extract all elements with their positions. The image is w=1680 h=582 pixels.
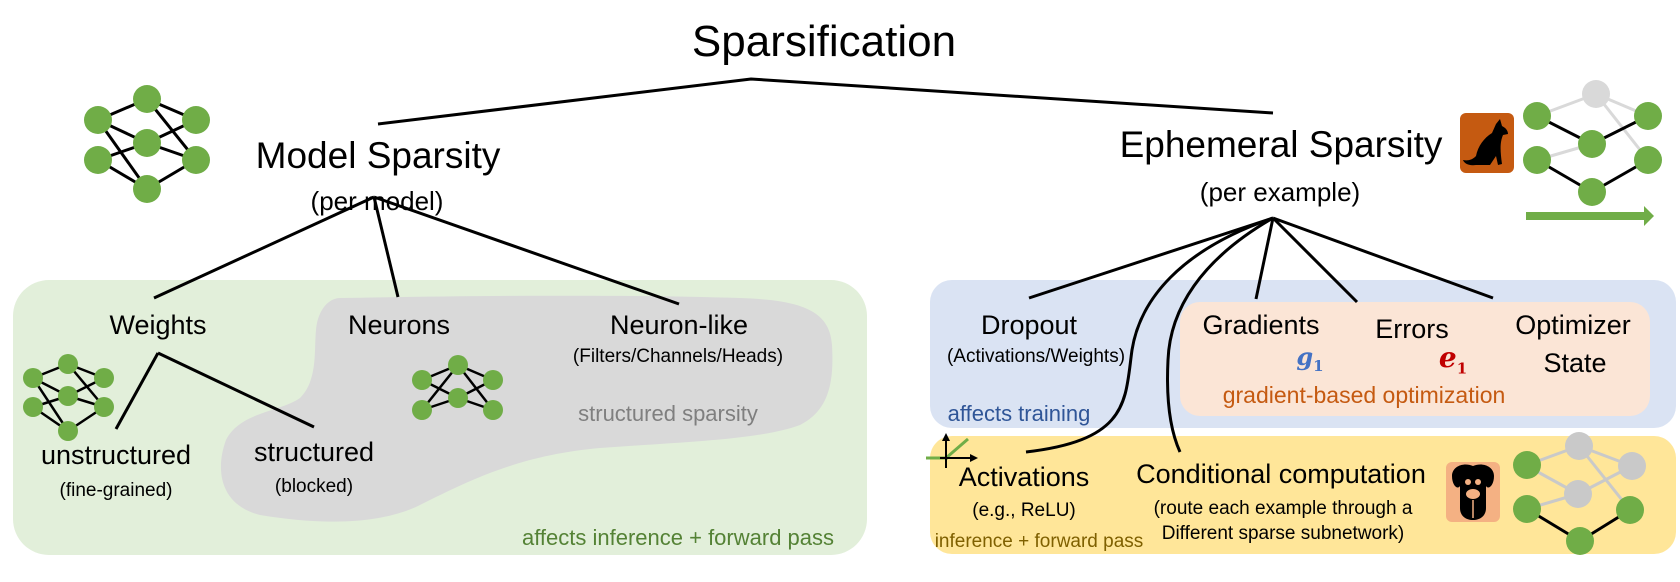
dog-face-icon: [1446, 462, 1500, 522]
activations-sublabel: (e.g., ReLU): [972, 500, 1076, 521]
tree-lines: [114, 77, 1494, 454]
training-box-note: affects training: [947, 401, 1091, 426]
optimizer-state-label-line2: State: [1543, 348, 1607, 378]
model-sparsity-subtitle: (per model): [310, 186, 444, 216]
unstructured-label: unstructured: [40, 440, 192, 470]
conditional-computation-label: Conditional computation: [1136, 459, 1426, 489]
weights-network-icon: [23, 354, 114, 441]
structured-sparsity-label: structured sparsity: [578, 401, 758, 426]
relu-plot-icon: [926, 433, 978, 468]
model-box-note: affects inference + forward pass: [521, 525, 835, 550]
neurons-network-icon: [412, 355, 503, 420]
conditional-sublabel-line1: (route each example through a: [1153, 498, 1413, 519]
error-symbol: e1: [1438, 341, 1468, 378]
dog-sitting-icon: [1460, 113, 1514, 173]
structured-label: structured: [253, 437, 375, 467]
diagram-title: Sparsification: [691, 17, 957, 66]
routed-network-icon: [1513, 432, 1646, 555]
structured-sublabel: (blocked): [274, 476, 354, 497]
ephemeral-sparsity-title: Ephemeral Sparsity: [1119, 124, 1443, 165]
sparse-network-icon: [1523, 80, 1662, 206]
ephemeral-sparsity-subtitle: (per example): [1199, 177, 1361, 207]
activations-label: Activations: [958, 462, 1090, 492]
optimization-box-note: gradient-based optimization: [1222, 382, 1506, 408]
errors-label: Errors: [1375, 314, 1449, 344]
unstructured-sublabel: (fine-grained): [59, 480, 173, 501]
neuron-like-label: Neuron-like: [609, 310, 749, 340]
weights-label: Weights: [109, 310, 207, 340]
gradient-symbol: g1: [1296, 342, 1324, 375]
inference-box-note: inference + forward pass: [934, 531, 1144, 552]
forward-arrow-icon: [1526, 206, 1654, 226]
neural-network-icon: [84, 85, 210, 203]
structured-sparsity-region: [220, 295, 833, 522]
neuron-like-sublabel: (Filters/Channels/Heads): [572, 346, 784, 367]
conditional-sublabel-line2: Different sparse subnetwork): [1161, 523, 1405, 544]
gradients-label: Gradients: [1202, 310, 1320, 340]
model-sparsity-title: Model Sparsity: [255, 135, 501, 176]
neurons-label: Neurons: [347, 310, 451, 340]
dropout-sublabel: (Activations/Weights): [946, 346, 1126, 367]
optimization-box: [1180, 302, 1650, 416]
dropout-label: Dropout: [980, 310, 1078, 340]
optimizer-state-label-line1: Optimizer: [1515, 310, 1631, 340]
root-branch-line: [377, 77, 1274, 126]
